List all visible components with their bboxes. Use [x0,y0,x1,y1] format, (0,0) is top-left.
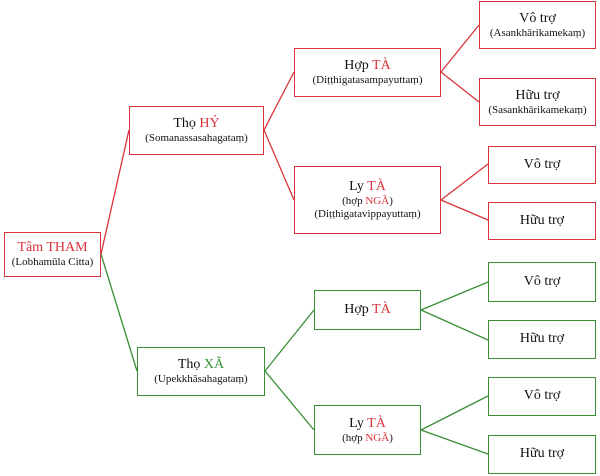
node-title: Vô trợ [519,10,556,26]
node-xa-hop-vo-tro: Vô trợ [488,262,596,302]
node-title: Ly TÀ [349,415,386,431]
node-tho-hy: Thọ HỶ (Somanassasahagataṃ) [129,106,264,155]
node-subtitle: (Sasankhārikamekaṃ) [488,103,587,116]
node-title: Tâm THAM [17,240,88,256]
node-title: Thọ XÃ [177,357,225,373]
link-tho-xa-ly-ta [264,370,315,431]
node-subtitle: (Lobhamūla Citta) [11,256,94,269]
node-xa-ly-huu-tro: Hữu trợ [488,435,596,474]
node-title: Hợp TÀ [344,58,391,74]
link-hop-ta-vo-tro [440,24,480,73]
node-subtitle: (Asankhārikamekaṃ) [489,26,586,39]
node-hy-hop-huu-tro: Hữu trợ (Sasankhārikamekaṃ) [479,78,596,126]
link-ly-ta-vo-tro [440,163,489,201]
node-title: Hữu trợ [519,331,565,347]
node-hy-hop-vo-tro: Vô trợ (Asankhārikamekaṃ) [479,1,596,49]
link-hop-ta-huu-tro [440,71,480,103]
node-xa-ly-ta: Ly TÀ (hợp NGÃ) [314,405,421,455]
link-root-tho-hy [100,129,130,255]
node-title: Hữu trợ [519,212,565,228]
link-xa-hop-vo [420,281,489,311]
link-tho-hy-ly-ta [263,129,295,201]
node-subtitle: (Upekkhāsahagataṃ) [154,373,248,386]
node-title: Hữu trợ [519,446,565,462]
link-tho-hy-hop-ta [263,71,295,131]
link-xa-hop-huu [420,309,489,341]
node-title: Vô trợ [523,156,561,172]
node-xa-hop-ta: Hợp TÀ [314,290,421,330]
node-tho-xa: Thọ XÃ (Upekkhāsahagataṃ) [137,347,265,396]
node-xa-ly-vo-tro: Vô trợ [488,377,596,416]
node-title: Hợp TÀ [344,301,391,317]
link-xa-ly-vo [420,395,489,431]
link-xa-ly-huu [420,429,489,455]
node-title: Vô trợ [523,388,561,404]
node-subtitle-2: (Diṭṭhigatavippayuttaṃ) [314,208,421,221]
link-ly-ta-huu-tro [440,199,489,221]
node-subtitle: (hợp NGÃ) [342,431,393,444]
node-xa-hop-huu-tro: Hữu trợ [488,320,596,359]
node-tam-tham: Tâm THAM (Lobhamūla Citta) [4,232,101,277]
node-title: Ly TÀ [349,179,386,195]
node-hy-ly-huu-tro: Hữu trợ [488,202,596,240]
node-title: Hữu trợ [515,87,560,103]
node-hy-ly-vo-tro: Vô trợ [488,146,596,184]
node-title: Thọ HỶ [173,116,220,132]
node-hy-ly-ta: Ly TÀ (hợp NGÃ) (Diṭṭhigatavippayuttaṃ) [294,166,441,234]
node-title: Vô trợ [523,273,561,289]
link-root-tho-xa [100,253,138,372]
node-subtitle: (Diṭṭhigatasampayuttaṃ) [312,74,423,87]
node-hy-hop-ta: Hợp TÀ (Diṭṭhigatasampayuttaṃ) [294,48,441,97]
node-subtitle: (Somanassasahagataṃ) [145,132,248,145]
link-tho-xa-hop-ta [264,309,315,372]
node-subtitle: (hợp NGÃ) [342,195,393,208]
